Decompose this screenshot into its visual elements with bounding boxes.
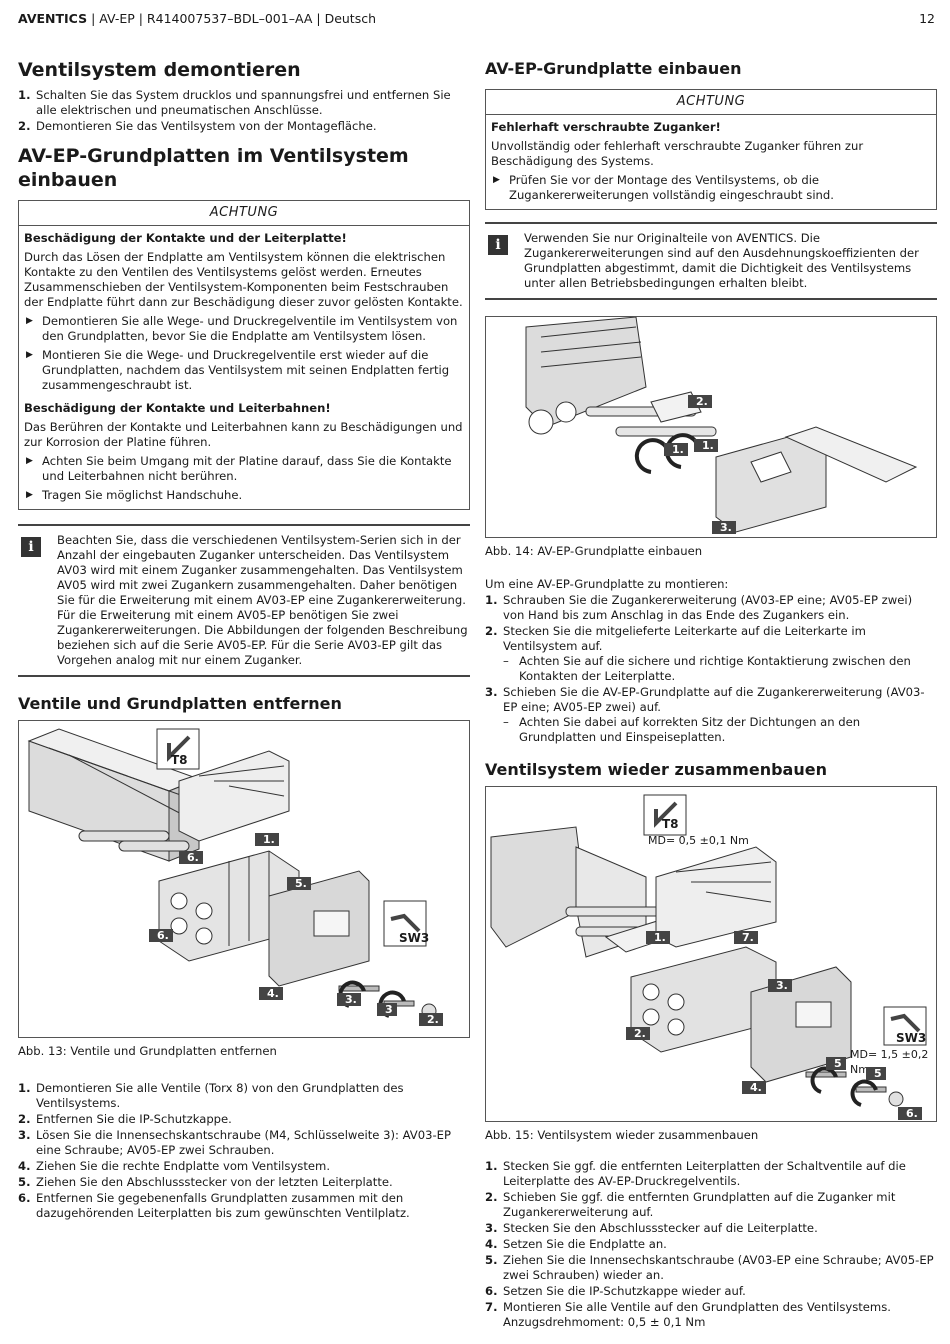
step-tag: 3 [377,1003,397,1016]
notice-text: Durch das Lösen der Endplatte am Ventils… [24,250,463,309]
step-tag: 2. [688,395,712,408]
step-tag: 6. [179,851,203,864]
step-tag: 4. [259,987,283,1000]
list-item: 2.Stecken Sie die mitgelieferte Leiterka… [485,624,937,684]
tool-label-sw3: SW3 [896,1031,927,1045]
step-tag: 3. [768,979,792,992]
notice-box: ACHTUNG Beschädigung der Kontakte und de… [18,200,470,510]
tool-label-sw3: SW3 [399,931,430,945]
triangle-bullet-icon: ▶ [26,350,33,360]
step-tag: 6. [149,929,173,942]
steps-remove: 1.Demontieren Sie alle Ventile (Torx 8) … [18,1081,470,1221]
notice-text: Das Berühren der Kontakte und Leiterbahn… [24,420,463,449]
brand-name: AVENTICS [18,11,88,26]
step-tag: 1. [694,439,718,452]
triangle-bullet-icon: ▶ [26,490,33,500]
notice-heading: Fehlerhaft verschraubte Zuganker! [491,120,721,134]
heading-remove-valves: Ventile und Grundplatten entfernen [18,694,342,713]
triangle-bullet-icon: ▶ [493,175,500,185]
triangle-bullet-icon: ▶ [26,456,33,466]
step-tag: 5 [866,1067,886,1080]
list-item: 3.Stecken Sie den Abschlussstecker auf d… [485,1221,818,1235]
figure-15-caption: Abb. 15: Ventilsystem wieder zusammenbau… [485,1128,759,1142]
info-text: Beachten Sie, dass die verschiedenen Ven… [57,533,468,667]
step-tag: 3. [337,993,361,1006]
bullet-item: ▶Tragen Sie möglichst Handschuhe. [26,488,243,502]
list-item: 5.Ziehen Sie den Abschlussstecker von de… [18,1175,393,1189]
figure-13: T8 SW3 1. 2. 3. 3 4. 5. 6. 6. [18,720,470,1038]
step-tag: 6. [898,1107,922,1120]
step-tag: 1. [646,931,670,944]
tool-label-t8: T8 [171,753,188,767]
list-item: 4.Ziehen Sie die rechte Endplatte vom Ve… [18,1159,330,1173]
list-item: 3.Schieben Sie die AV-EP-Grundplatte auf… [485,685,937,745]
triangle-bullet-icon: ▶ [26,316,33,326]
step-tag: 3. [712,521,736,534]
tool-label-t8: T8 [662,817,679,831]
torque-label-2: MD= 1,5 ±0,2 Nm [850,1048,929,1076]
info-box: i Verwenden Sie nur Originalteile von AV… [485,222,937,300]
heading-disassemble: Ventilsystem demontieren [18,59,301,81]
info-icon: i [21,537,41,557]
figure-13-caption: Abb. 13: Ventile und Grundplatten entfer… [18,1044,277,1058]
left-column: Ventilsystem demontieren 1.Schalten Sie … [18,58,470,1222]
notice-title: ACHTUNG [19,201,469,226]
list-item: 6.Entfernen Sie gegebenenfalls Grundplat… [18,1191,410,1220]
notice-text: Unvollständig oder fehlerhaft verschraub… [491,139,864,168]
heading-reassemble: Ventilsystem wieder zusammenbauen [485,760,827,779]
info-box: i Beachten Sie, dass die verschiedenen V… [18,524,470,677]
step-tag: 5. [287,877,311,890]
list-item: 1.Stecken Sie ggf. die entfernten Leiter… [485,1159,906,1188]
notice-heading: Beschädigung der Kontakte und der Leiter… [24,231,347,245]
figure-14-caption: Abb. 14: AV-EP-Grundplatte einbauen [485,544,703,558]
list-item: 2.Entfernen Sie die IP-Schutzkappe. [18,1112,232,1126]
page-header: AVENTICS | AV-EP | R414007537–BDL–001–AA… [18,11,935,31]
heading-install-baseplate: AV-EP-Grundplatte einbauen [485,59,742,78]
sub-item: –Achten Sie dabei auf korrekten Sitz der… [503,715,861,744]
bullet-item: ▶Montieren Sie die Wege- und Druckregelv… [26,348,450,392]
step-tag: 2. [419,1013,443,1026]
torque-label-1: MD= 0,5 ±0,1 Nm [648,834,749,847]
list-item: 1.Schrauben Sie die Zugankererweiterung … [485,593,913,622]
list-item: 4.Setzen Sie die Endplatte an. [485,1237,667,1251]
list-item: 3.Lösen Sie die Innensechskantschraube (… [18,1128,451,1157]
list-item: 5.Ziehen Sie die Innensechskantschraube … [485,1253,934,1282]
bullet-item: ▶Achten Sie beim Umgang mit der Platine … [26,454,452,483]
info-text: Verwenden Sie nur Originalteile von AVEN… [524,231,919,290]
figure-14: 1. 1. 2. 3. [485,316,937,538]
bullet-item: ▶Prüfen Sie vor der Montage des Ventilsy… [493,173,834,202]
baseplate-install-illustration [525,317,918,533]
valve-removal-illustration [27,728,437,1019]
list-item: 2.Demontieren Sie das Ventilsystem von d… [18,119,377,133]
list-item: 2.Schieben Sie ggf. die entfernten Grund… [485,1190,896,1219]
intro-text: Um eine AV-EP-Grundplatte zu montieren: [485,577,729,591]
list-item: 1.Schalten Sie das System drucklos und s… [18,88,451,117]
list-item: 7.Montieren Sie alle Ventile auf den Gru… [485,1300,891,1329]
step-tag: 7. [734,931,758,944]
info-icon: i [488,235,508,255]
notice-heading: Beschädigung der Kontakte und Leiterbahn… [24,401,331,415]
bullet-item: ▶Demontieren Sie alle Wege- und Druckreg… [26,314,458,343]
heading-install-baseplates: AV-EP-Grundplatten im Ventilsystem einba… [18,145,409,191]
step-tag: 2. [626,1027,650,1040]
step-tag: 1. [255,833,279,846]
steps-disassemble: 1.Schalten Sie das System drucklos und s… [18,88,470,134]
notice-title: ACHTUNG [486,90,936,115]
right-column: AV-EP-Grundplatte einbauen ACHTUNG Fehle… [485,58,937,1331]
list-item: 1.Demontieren Sie alle Ventile (Torx 8) … [18,1081,404,1110]
step-tag: 4. [742,1081,766,1094]
list-item: 6.Setzen Sie die IP-Schutzkappe wieder a… [485,1284,746,1298]
page-number: 12 [919,11,935,26]
steps-reassemble: 1.Stecken Sie ggf. die entfernten Leiter… [485,1159,937,1330]
document-id: | AV-EP | R414007537–BDL–001–AA | Deutsc… [87,11,377,26]
steps-mount: 1.Schrauben Sie die Zugankererweiterung … [485,593,937,745]
sub-item: –Achten Sie auf die sichere und richtige… [503,654,911,683]
figure-15: T8 MD= 0,5 ±0,1 Nm SW3 MD= 1,5 ±0,2 Nm 1… [485,786,937,1122]
step-tag: 1. [664,443,688,456]
step-tag: 5 [826,1057,846,1070]
notice-box: ACHTUNG Fehlerhaft verschraubte Zuganker… [485,89,937,210]
